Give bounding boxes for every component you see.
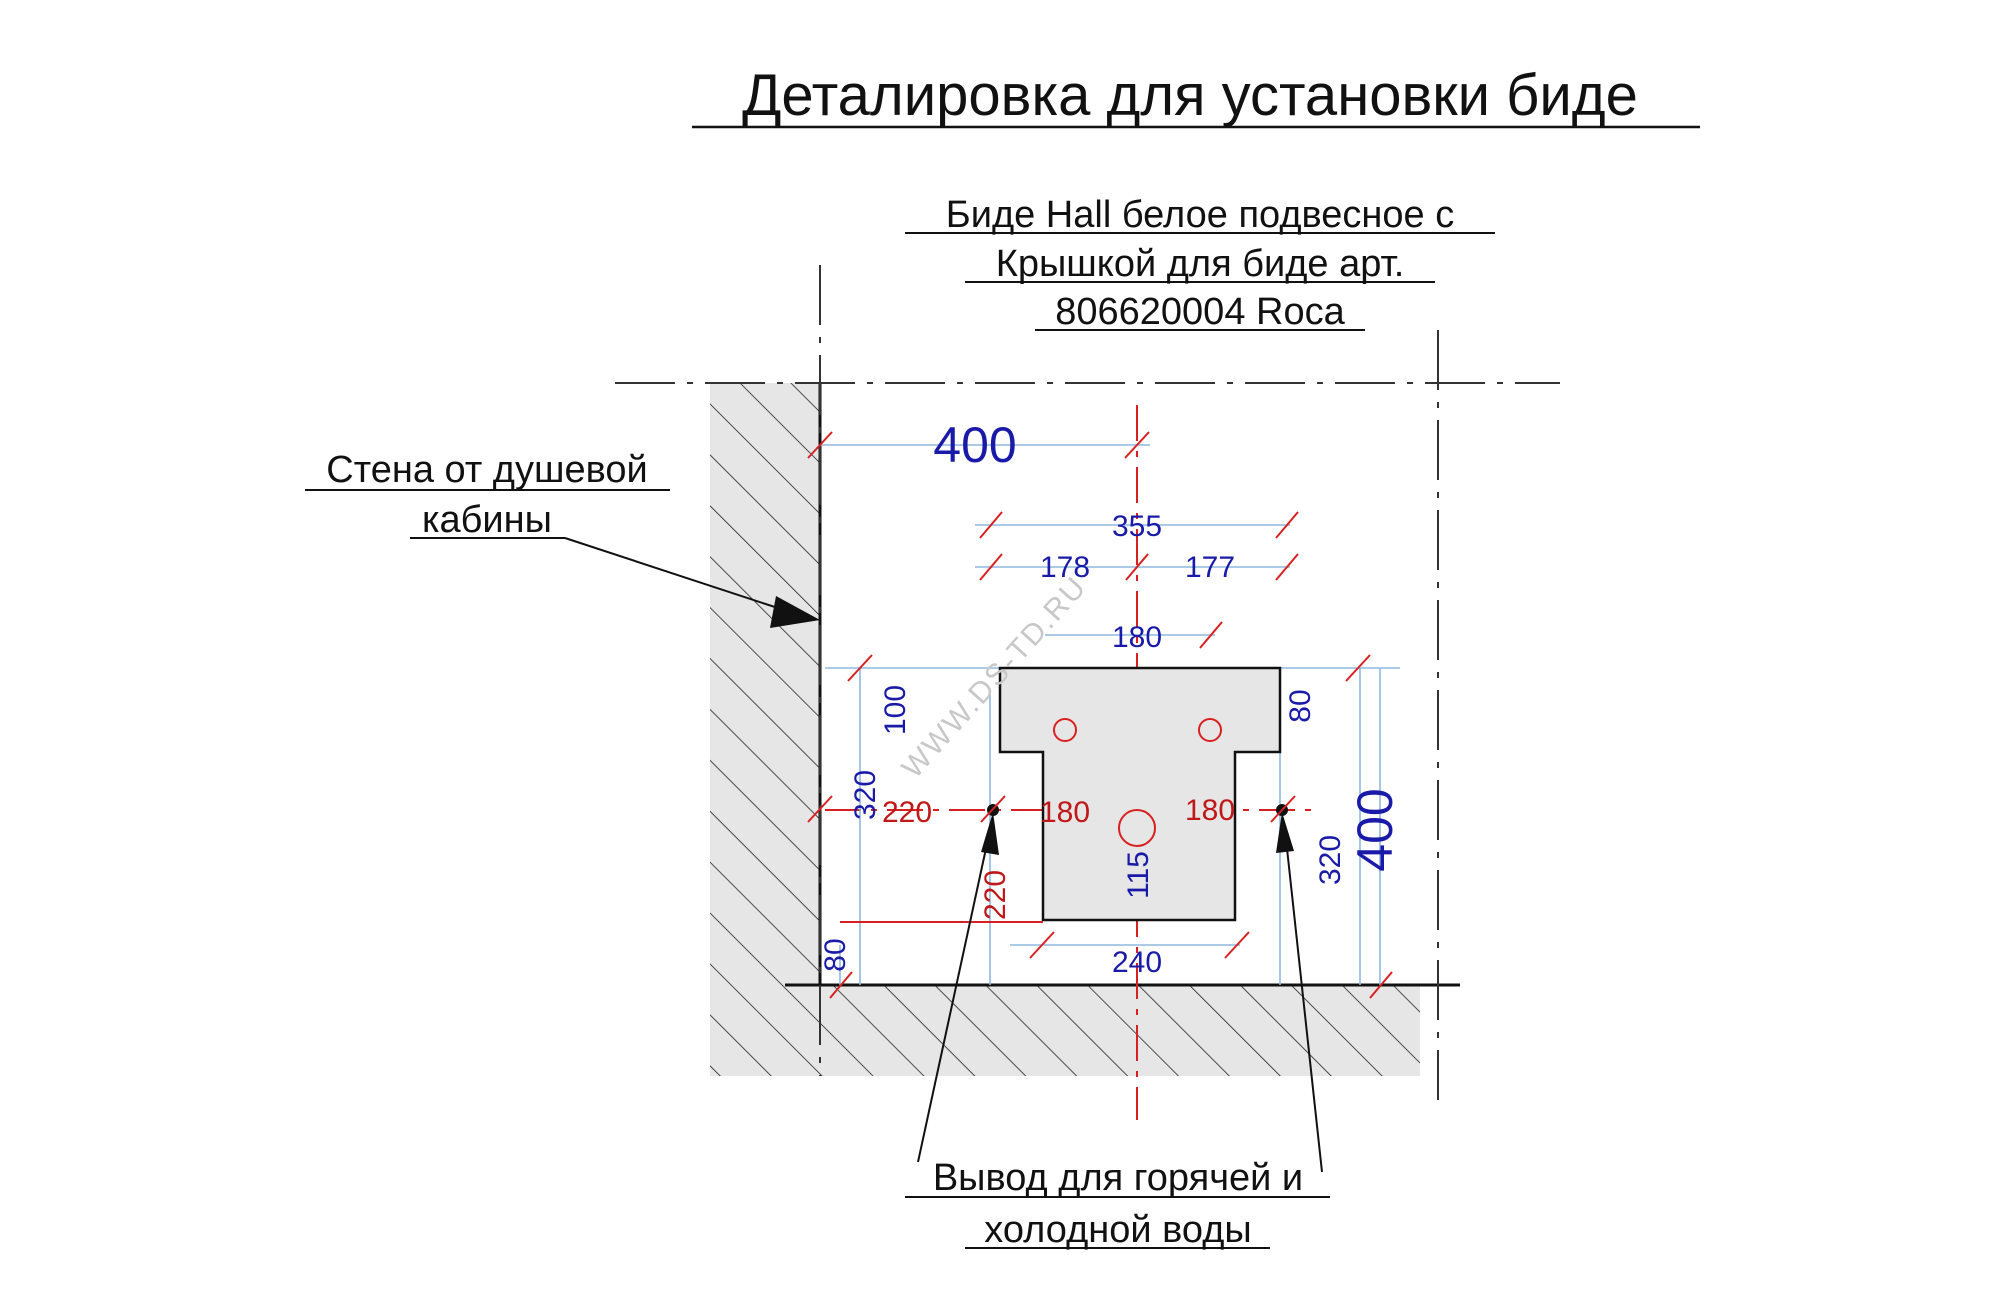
dim-outlet-height: 220 xyxy=(979,870,1012,920)
product-line-2: Крышкой для биде арт. xyxy=(996,243,1405,285)
wall-note-line-1: Стена от душевой xyxy=(326,449,647,491)
water-dimension-labels: 220 180 180 xyxy=(882,794,1235,829)
product-line-3: 806620004 Roca xyxy=(1055,291,1345,333)
dim-wall-to-outlet: 220 xyxy=(882,796,932,829)
dim-upper-height-right: 80 xyxy=(1284,689,1317,722)
dim-base-width: 240 xyxy=(1112,946,1162,979)
hot-outlet-leader xyxy=(917,829,991,1163)
dim-center-to-outlet-right: 180 xyxy=(1185,794,1235,827)
bidet-outline xyxy=(998,666,1282,922)
mount-hole-right xyxy=(1198,718,1222,742)
outlet-note-line-2: холодной воды xyxy=(984,1209,1251,1251)
dim-top-width: 400 xyxy=(933,417,1016,473)
wall-note: Стена от душевой кабины xyxy=(305,449,820,628)
dim-drain-height: 115 xyxy=(1122,851,1155,899)
mounting-holes xyxy=(1053,718,1222,847)
outlet-note: Вывод для горячей и холодной воды xyxy=(905,812,1330,1251)
extension-lines xyxy=(820,444,1400,985)
dim-right-height: 320 xyxy=(1314,835,1347,885)
drawing-title: Деталировка для установки биде xyxy=(742,63,1638,128)
dimension-ticks xyxy=(807,431,1393,999)
dim-mount-right: 177 xyxy=(1185,551,1235,584)
cold-outlet-leader xyxy=(1284,829,1323,1173)
wall-section xyxy=(710,383,1460,1076)
wall-note-line-2: кабины xyxy=(422,499,552,541)
product-line-1: Биде Hall белое подвесное с xyxy=(946,194,1454,236)
dim-upper-height-left: 100 xyxy=(879,685,912,735)
wall-leader-line xyxy=(564,537,791,613)
dim-bottom-offset: 80 xyxy=(819,938,852,971)
wall-arrowhead xyxy=(770,596,820,628)
dim-mount-left: 178 xyxy=(1040,551,1090,584)
dim-outlet-to-center-left: 180 xyxy=(1040,796,1090,829)
hot-outlet-arrowhead xyxy=(981,812,999,855)
mount-hole-left xyxy=(1053,718,1077,742)
dim-upper-width: 180 xyxy=(1112,621,1162,654)
product-description: Биде Hall белое подвесное с Крышкой для … xyxy=(905,194,1495,333)
dim-left-height: 320 xyxy=(849,770,882,820)
drain-hole xyxy=(1118,809,1156,847)
dim-side-height: 400 xyxy=(1347,788,1403,871)
cold-outlet-arrowhead xyxy=(1276,812,1294,853)
outlet-note-line-1: Вывод для горячей и xyxy=(933,1157,1303,1199)
axis-lines xyxy=(615,265,1560,1100)
dimension-labels: 400 355 178 177 180 240 100 80 320 320 4… xyxy=(819,417,1403,979)
dim-mount-span: 355 xyxy=(1112,510,1162,543)
